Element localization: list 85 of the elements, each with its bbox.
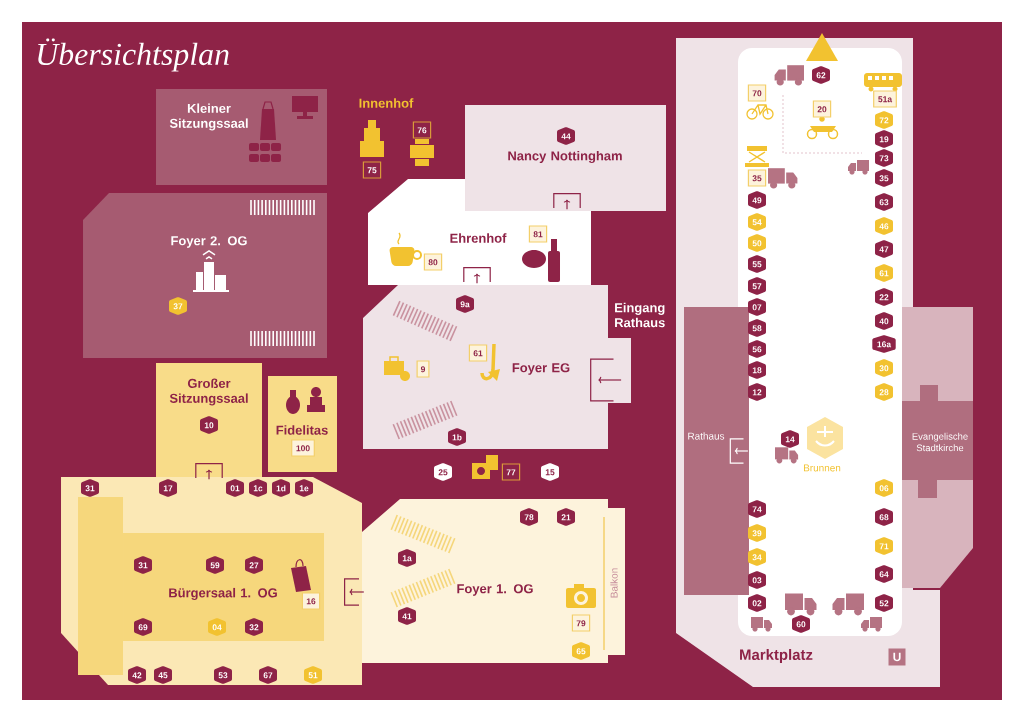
number-badge: 18 bbox=[748, 361, 766, 379]
number-badge: 54 bbox=[748, 213, 766, 231]
number-tag: 51a bbox=[873, 90, 897, 108]
number-tag: 80 bbox=[423, 253, 443, 271]
number-badge: 62 bbox=[812, 66, 830, 84]
number-badge: 01 bbox=[226, 479, 244, 497]
number-badge: 72 bbox=[875, 111, 893, 129]
church-building: Evangelische Stadtkirche bbox=[902, 307, 973, 588]
number-badge: 1b bbox=[448, 428, 466, 446]
number-tag: 9 bbox=[416, 360, 430, 378]
number-badge: 47 bbox=[875, 240, 893, 258]
number-badge: 53 bbox=[214, 666, 232, 684]
number-badge: 04 bbox=[208, 618, 226, 636]
number-badge: 60 bbox=[792, 615, 810, 633]
number-badge: 39 bbox=[748, 524, 766, 542]
number-badge: 1e bbox=[295, 479, 313, 497]
side-label: Balkon bbox=[610, 568, 618, 598]
number-badge: 17 bbox=[159, 479, 177, 497]
number-badge: 1c bbox=[249, 479, 267, 497]
number-badge: 42 bbox=[128, 666, 146, 684]
number-badge: 31 bbox=[81, 479, 99, 497]
number-badge: 14 bbox=[781, 430, 799, 448]
number-badge: 41 bbox=[398, 607, 416, 625]
number-badge: 50 bbox=[748, 234, 766, 252]
number-badge: 9a bbox=[456, 295, 474, 313]
number-badge: 16a bbox=[872, 335, 896, 353]
number-badge: 34 bbox=[748, 548, 766, 566]
number-badge: 64 bbox=[875, 565, 893, 583]
number-badge: 61 bbox=[875, 264, 893, 282]
number-badge: 37 bbox=[169, 297, 187, 315]
number-badge: 52 bbox=[875, 594, 893, 612]
number-badge: 19 bbox=[875, 130, 893, 148]
number-badge: 59 bbox=[206, 556, 224, 574]
number-badge: 73 bbox=[875, 149, 893, 167]
number-badge: 27 bbox=[245, 556, 263, 574]
number-tag: 79 bbox=[571, 614, 591, 632]
number-badge: 21 bbox=[557, 508, 575, 526]
number-tag: 76 bbox=[412, 121, 432, 139]
number-badge: 49 bbox=[748, 191, 766, 209]
number-badge: 74 bbox=[748, 500, 766, 518]
number-badge: 25 bbox=[434, 463, 452, 481]
number-badge: 45 bbox=[154, 666, 172, 684]
number-badge: 06 bbox=[875, 479, 893, 497]
number-badge: 32 bbox=[245, 618, 263, 636]
number-badge: 35 bbox=[875, 169, 893, 187]
number-badge: 22 bbox=[875, 288, 893, 306]
number-tag: 70 bbox=[747, 84, 767, 102]
number-badge: 28 bbox=[875, 383, 893, 401]
number-badge: 44 bbox=[557, 127, 575, 145]
number-badge: 12 bbox=[748, 383, 766, 401]
number-badge: 57 bbox=[748, 277, 766, 295]
number-badge: 15 bbox=[541, 463, 559, 481]
number-tag: 75 bbox=[362, 161, 382, 179]
number-tag: 16 bbox=[301, 592, 321, 610]
number-badge: 02 bbox=[748, 594, 766, 612]
number-tag: 77 bbox=[501, 463, 521, 481]
number-badge: 55 bbox=[748, 255, 766, 273]
number-badge: 67 bbox=[259, 666, 277, 684]
number-badge: 10 bbox=[200, 416, 218, 434]
number-badge: 1a bbox=[398, 549, 416, 567]
number-tag: 100 bbox=[291, 439, 315, 457]
number-tag: 61 bbox=[468, 344, 488, 362]
number-badge: 46 bbox=[875, 217, 893, 235]
number-badge: 69 bbox=[134, 618, 152, 636]
number-badge: 1d bbox=[272, 479, 290, 497]
number-badge: 03 bbox=[748, 571, 766, 589]
number-badge: 78 bbox=[520, 508, 538, 526]
number-badge: 63 bbox=[875, 193, 893, 211]
room-area: Kleiner Sitzungssaal bbox=[156, 89, 327, 185]
number-badge: 40 bbox=[875, 312, 893, 330]
number-badge: 65 bbox=[572, 642, 590, 660]
number-badge: 56 bbox=[748, 340, 766, 358]
number-tag: 81 bbox=[528, 225, 548, 243]
number-badge: 51 bbox=[304, 666, 322, 684]
number-badge: 30 bbox=[875, 359, 893, 377]
number-badge: 07 bbox=[748, 298, 766, 316]
number-tag: 20 bbox=[812, 100, 832, 118]
heading: Innenhof bbox=[359, 98, 414, 108]
number-badge: 31 bbox=[134, 556, 152, 574]
number-tag: 35 bbox=[747, 169, 767, 187]
number-badge: 68 bbox=[875, 508, 893, 526]
building-block: Rathaus bbox=[684, 307, 749, 595]
number-badge: 58 bbox=[748, 319, 766, 337]
title: Übersichtsplan bbox=[38, 38, 229, 72]
number-badge: 71 bbox=[875, 537, 893, 555]
